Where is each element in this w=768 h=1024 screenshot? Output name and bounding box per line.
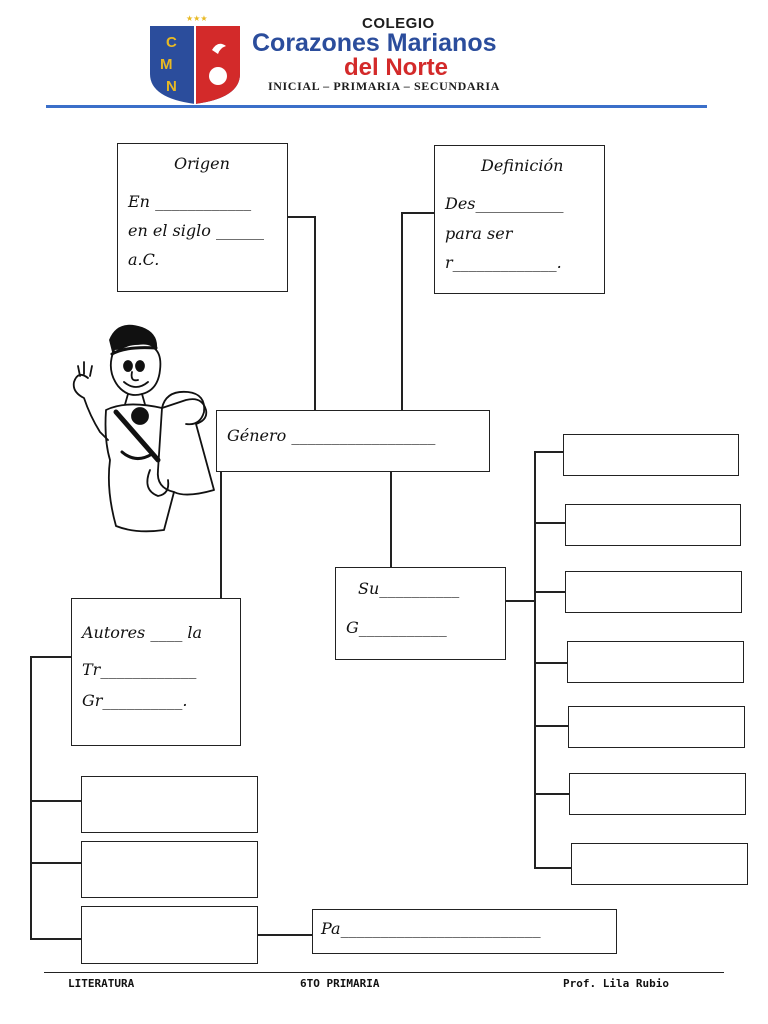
footer-teacher: Prof. Lila Rubio: [563, 977, 669, 990]
autor-answer-box-2[interactable]: [81, 841, 258, 898]
school-name-line2: del Norte: [344, 54, 449, 81]
definicion-line-1[interactable]: Des___________: [445, 194, 564, 213]
autores-box: Autores ____ la Tr____________ Gr_______…: [71, 598, 241, 746]
school-levels: INICIAL – PRIMARIA – SECUNDARIA: [268, 79, 500, 93]
header-rule: [46, 105, 707, 108]
school-logo-shield: ★★★: [146, 14, 244, 106]
logo-letter-n: N: [166, 78, 177, 95]
autor-answer-box-3[interactable]: [81, 906, 258, 964]
su-line-2[interactable]: G___________: [346, 618, 447, 637]
subgenre-box-2[interactable]: [565, 504, 741, 546]
genero-box: Género __________________: [216, 410, 490, 472]
definicion-line-3[interactable]: r_____________.: [445, 253, 562, 272]
subgenre-box-5[interactable]: [568, 706, 745, 748]
subgenre-box-6[interactable]: [569, 773, 746, 815]
footer-subject: LITERATURA: [68, 977, 135, 990]
su-box: Su__________ G___________: [335, 567, 506, 660]
pa-box: Pa_________________________: [312, 909, 617, 954]
autores-line-1[interactable]: Autores ____ la: [82, 623, 203, 642]
subgenre-box-7[interactable]: [571, 843, 748, 885]
subgenre-box-3[interactable]: [565, 571, 742, 613]
school-label: COLEGIO: [362, 15, 435, 32]
origen-title: Origen: [174, 154, 230, 173]
definicion-title: Definición: [481, 156, 564, 175]
su-line-1[interactable]: Su__________: [358, 579, 460, 598]
logo-letter-m: M: [160, 56, 173, 73]
origen-box: Origen En ____________ en el siglo _____…: [117, 143, 288, 292]
greek-scholar-illustration: [66, 320, 216, 538]
definicion-box: Definición Des___________ para ser r____…: [434, 145, 605, 294]
subgenre-box-4[interactable]: [567, 641, 744, 683]
autor-answer-box-1[interactable]: [81, 776, 258, 833]
genero-line[interactable]: Género __________________: [227, 426, 436, 445]
definicion-line-2: para ser: [445, 224, 513, 243]
footer-grade: 6TO PRIMARIA: [300, 977, 380, 990]
origen-line-1[interactable]: En ____________: [128, 192, 252, 211]
svg-text:★★★: ★★★: [186, 14, 208, 23]
school-name: Corazones Marianos: [252, 29, 497, 57]
autores-line-3[interactable]: Gr__________.: [82, 691, 188, 710]
subgenre-box-1[interactable]: [563, 434, 739, 476]
pa-line[interactable]: Pa_________________________: [321, 919, 541, 938]
footer-rule: [44, 972, 724, 973]
origen-line-2[interactable]: en el siglo ______: [128, 221, 264, 240]
origen-line-3: a.C.: [128, 250, 160, 269]
logo-letter-c: C: [166, 34, 177, 51]
shield-icon: ★★★: [150, 14, 240, 104]
autores-line-2[interactable]: Tr____________: [82, 660, 197, 679]
